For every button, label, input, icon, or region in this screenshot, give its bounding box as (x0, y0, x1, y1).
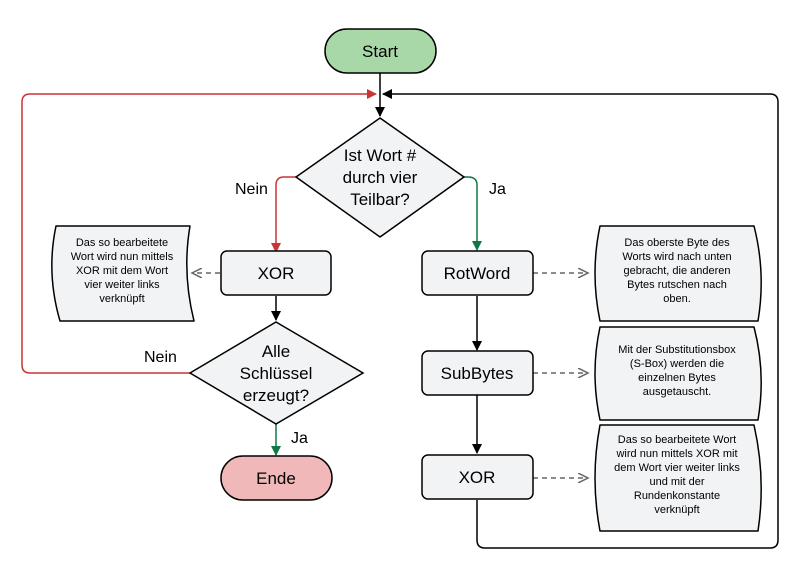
note-rotword-line-3: gebracht, die anderen (623, 265, 730, 277)
xor-right-label: XOR (459, 468, 496, 487)
end-label: Ende (256, 469, 296, 488)
start-node: Start (324, 28, 437, 74)
decision-all-keys: Alle Schlüssel erzeugt? (188, 321, 365, 425)
decision-keys-line-1: Alle (262, 342, 290, 361)
note-subbytes-line-3: einzelnen Bytes (638, 372, 716, 384)
decision-divisible-line-2: durch vier (343, 168, 418, 187)
note-rotword-line-1: Das oberste Byte des (624, 237, 730, 249)
note-xor-left-line-4: vier weiter links (84, 279, 160, 291)
note-subbytes-line-2: (S-Box) werden die (630, 358, 724, 370)
decision-divisible: Ist Wort # durch vier Teilbar? (294, 117, 466, 238)
note-xor-left-line-3: XOR mit dem Wort (76, 265, 168, 277)
rotword-label: RotWord (444, 264, 511, 283)
decision-divisible-line-3: Teilbar? (350, 190, 410, 209)
note-rotword: Das oberste Byte des Worts wird nach unt… (594, 225, 762, 322)
note-xor-left-line-2: Wort wird nun mittels (71, 251, 174, 263)
decision-divisible-line-1: Ist Wort # (344, 146, 417, 165)
label-ja-bottom: Ja (291, 430, 308, 447)
note-subbytes: Mit der Substitutionsbox (S-Box) werden … (594, 326, 762, 421)
edge-xor-right-loop (382, 89, 779, 549)
xor-right-node: XOR (421, 454, 534, 500)
label-nein-bottom: Nein (144, 349, 177, 366)
note-rotword-line-4: Bytes rutschen nach (627, 279, 727, 291)
end-node: Ende (220, 455, 333, 501)
decision-keys-line-3: erzeugt? (243, 386, 309, 405)
note-rotword-line-5: oben. (663, 293, 691, 305)
note-xor-left-line-5: verknüpft (99, 293, 144, 305)
xor-left-node: XOR (220, 250, 332, 296)
subbytes-label: SubBytes (441, 364, 514, 383)
note-xor-right: Das so bearbeitete Wort wird nun mittels… (594, 424, 762, 532)
note-xor-right-line-1: Das so bearbeitete Wort (618, 434, 736, 446)
note-xor-right-line-5: Rundenkonstante (634, 490, 720, 502)
decision-keys-line-2: Schlüssel (240, 364, 313, 383)
note-subbytes-line-1: Mit der Substitutionsbox (618, 344, 736, 356)
note-xor-left-line-1: Das so bearbeitete (76, 237, 168, 249)
subbytes-node: SubBytes (421, 350, 534, 396)
start-label: Start (362, 42, 398, 61)
note-xor-left: Das so bearbeitete Wort wird nun mittels… (51, 225, 195, 322)
edge-decision-ja (464, 176, 482, 251)
xor-left-label: XOR (258, 264, 295, 283)
note-xor-right-line-4: und mit der (649, 476, 704, 488)
edge-keys-nein-loop (21, 89, 377, 374)
note-xor-right-line-3: dem Wort vier weiter links (614, 462, 740, 474)
label-nein-top: Nein (235, 181, 268, 198)
edge-decision-nein (271, 176, 296, 253)
note-subbytes-line-4: ausgetauscht. (643, 386, 712, 398)
note-xor-right-line-2: wird nun mittels XOR mit (615, 448, 737, 460)
label-ja-top: Ja (489, 181, 506, 198)
rotword-node: RotWord (421, 250, 534, 296)
note-rotword-line-2: Worts wird nach unten (622, 251, 731, 263)
note-xor-right-line-6: verknüpft (654, 504, 699, 516)
